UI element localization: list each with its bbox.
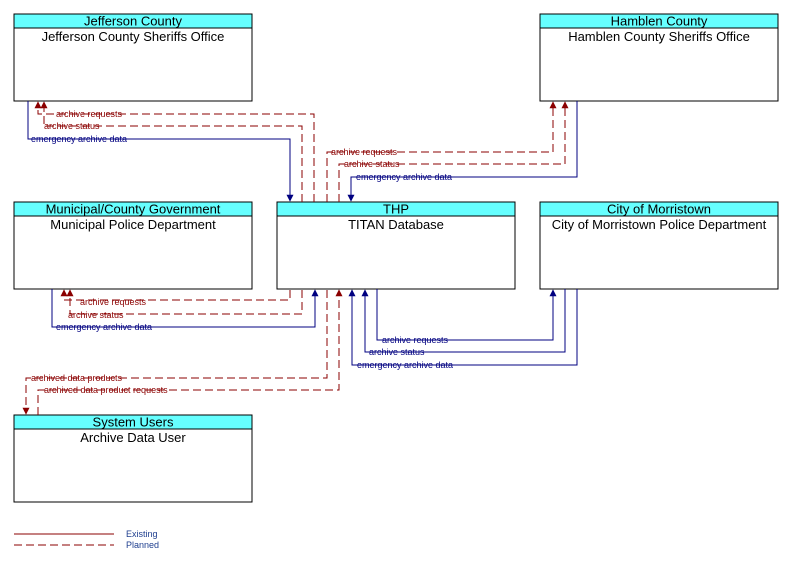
flow-label: archive status [369, 347, 425, 357]
legend-planned-label: Planned [126, 540, 159, 550]
flow-label: emergency archive data [356, 172, 452, 182]
flow-label: archive status [344, 159, 400, 169]
node-municipal-header: Municipal/County Government [46, 202, 221, 217]
flow-label: archive requests [56, 109, 123, 119]
node-morristown-name: City of Morristown Police Department [552, 217, 767, 232]
node-hamblen[interactable]: Hamblen County Hamblen County Sheriffs O… [539, 13, 779, 102]
flow-label: emergency archive data [31, 134, 127, 144]
flow-label: emergency archive data [56, 322, 152, 332]
node-jefferson-name: Jefferson County Sheriffs Office [42, 29, 225, 44]
flow-label: archive status [44, 121, 100, 131]
flow-jefferson-requests[interactable]: archive requests [34, 101, 315, 202]
flow-morristown-data[interactable]: emergency archive data [348, 289, 578, 370]
node-thp-header: THP [383, 202, 409, 217]
node-jefferson-header: Jefferson County [84, 14, 183, 29]
flow-users-products[interactable]: archived data products [22, 290, 328, 415]
flow-label: archive status [68, 310, 124, 320]
flow-hamblen-status[interactable]: archive status [338, 101, 569, 202]
node-morristown[interactable]: City of Morristown City of Morristown Po… [539, 201, 779, 290]
flow-jefferson-data[interactable]: emergency archive data [27, 101, 294, 202]
node-users[interactable]: System Users Archive Data User [13, 414, 253, 503]
flow-morristown-status[interactable]: archive status [361, 289, 566, 357]
node-municipal-name: Municipal Police Department [50, 217, 216, 232]
flow-hamblen-requests[interactable]: archive requests [326, 101, 557, 202]
flow-label: archive requests [331, 147, 398, 157]
flow-municipal-data[interactable]: emergency archive data [51, 289, 319, 332]
flow-label: archive requests [382, 335, 449, 345]
flow-jefferson-status[interactable]: archive status [40, 101, 303, 202]
node-users-header: System Users [93, 415, 174, 430]
flow-municipal-status[interactable]: archive status [66, 289, 303, 320]
flow-morristown-requests[interactable]: archive requests [376, 289, 557, 345]
node-morristown-header: City of Morristown [607, 202, 711, 217]
flow-label: archived data products [31, 373, 123, 383]
flow-hamblen-data[interactable]: emergency archive data [347, 101, 578, 202]
node-jefferson[interactable]: Jefferson County Jefferson County Sherif… [13, 13, 253, 102]
flow-label: emergency archive data [357, 360, 453, 370]
flow-label: archive requests [80, 297, 147, 307]
flow-municipal-requests[interactable]: archive requests [60, 289, 291, 307]
legend: Existing Planned [14, 529, 159, 550]
flow-label: archived data product requests [44, 385, 168, 395]
legend-existing-label: Existing [126, 529, 158, 539]
node-hamblen-name: Hamblen County Sheriffs Office [568, 29, 750, 44]
node-municipal[interactable]: Municipal/County Government Municipal Po… [13, 201, 253, 290]
node-thp[interactable]: THP TITAN Database [276, 201, 516, 290]
node-users-name: Archive Data User [80, 430, 186, 445]
node-thp-name: TITAN Database [348, 217, 444, 232]
node-hamblen-header: Hamblen County [611, 14, 708, 29]
flow-users-product-requests[interactable]: archived data product requests [37, 289, 343, 415]
